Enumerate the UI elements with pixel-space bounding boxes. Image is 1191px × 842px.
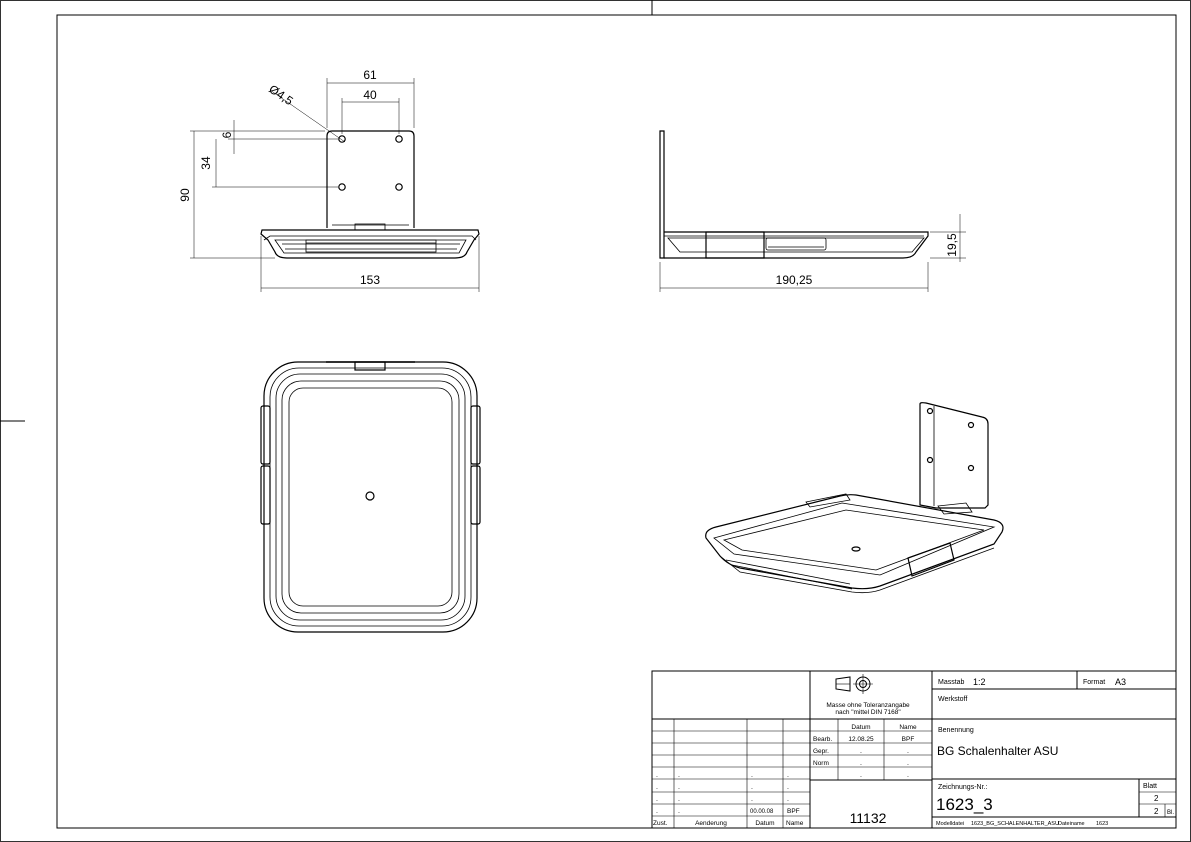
- dim-40: 40: [363, 88, 377, 102]
- blank-name: .: [907, 772, 909, 779]
- masstab-value: 1:2: [973, 677, 986, 687]
- dim-hole-diameter: Ø4,5: [266, 82, 296, 108]
- gepr-date: .: [860, 748, 862, 755]
- dim-190-25: 190,25: [776, 273, 813, 287]
- dim-19-5: 19,5: [945, 233, 959, 257]
- dim-34: 34: [199, 156, 213, 170]
- isometric-view: [705, 402, 1004, 594]
- name-header: Name: [899, 724, 917, 731]
- projection-symbol-icon: [835, 674, 873, 694]
- blank-date: .: [860, 772, 862, 779]
- rev-dot: .: [678, 784, 680, 791]
- dim-90: 90: [178, 188, 192, 202]
- gepr-name: .: [907, 748, 909, 755]
- format-label: Format: [1083, 679, 1105, 686]
- bearb-date: 12.08.25: [848, 736, 874, 743]
- side-view-dimensions: 190,25 19,5: [659, 214, 966, 292]
- blatt-total: 2: [1154, 807, 1159, 816]
- center-number: 11132: [850, 810, 887, 826]
- aenderung-label: Aenderung: [695, 820, 727, 827]
- benennung-label: Benennung: [938, 727, 974, 734]
- masstab-label: Masstab: [938, 679, 965, 686]
- werkstoff-label: Werkstoff: [938, 696, 967, 703]
- tolerance-line-1: Masse ohne Toleranzangabe: [826, 702, 910, 709]
- dateiname-value: 1623: [1096, 821, 1108, 827]
- rev-dot: .: [656, 808, 658, 815]
- rev-dot: .: [678, 796, 680, 803]
- name-label: Name: [786, 820, 804, 827]
- rev-dot: .: [787, 784, 789, 791]
- modelldatei-label: Modelldatei: [936, 821, 964, 827]
- front-view: [260, 130, 480, 259]
- modelldatei-value: 1623_BG_SCHALENHALTER_ASU: [971, 821, 1059, 827]
- norm-date: .: [860, 760, 862, 767]
- zeichnung-label: Zeichnungs-Nr.:: [938, 784, 987, 791]
- dim-6: 6: [220, 131, 234, 138]
- gepr-label: Gepr.: [813, 748, 829, 755]
- zeichnung-value: 1623_3: [936, 795, 993, 814]
- bearb-label: Bearb.: [813, 736, 832, 743]
- side-view: [659, 130, 929, 259]
- rev-dot: .: [751, 796, 753, 803]
- datum-label: Datum: [755, 820, 774, 827]
- format-value: A3: [1115, 677, 1126, 687]
- rev-dot: .: [787, 772, 789, 779]
- norm-label: Norm: [813, 760, 829, 767]
- blatt-label: Blatt: [1143, 783, 1157, 790]
- rev-date: 00.00.08: [750, 809, 774, 815]
- blatt-suffix: Bl.: [1167, 810, 1174, 816]
- rev-dot: .: [656, 784, 658, 791]
- bearb-name: BPF: [902, 736, 915, 743]
- rev-dot: .: [751, 772, 753, 779]
- datum-header: Datum: [851, 724, 870, 731]
- zust-label: Zust.: [653, 820, 668, 827]
- rev-dot: .: [656, 772, 658, 779]
- norm-name: .: [907, 760, 909, 767]
- tolerance-line-2: nach "mittel DIN 7168": [835, 709, 901, 716]
- dateiname-label: Dateiname: [1058, 821, 1085, 827]
- benennung-value: BG Schalenhalter ASU: [937, 744, 1058, 758]
- title-block: Masstab 1:2 Format A3 Werkstoff Masse oh…: [651, 670, 1177, 829]
- rev-dot: .: [656, 796, 658, 803]
- dim-61: 61: [363, 68, 377, 82]
- rev-name: BPF: [787, 808, 800, 815]
- rev-dot: .: [787, 796, 789, 803]
- dim-153: 153: [360, 273, 380, 287]
- rev-dot: .: [678, 772, 680, 779]
- blatt-value: 2: [1154, 794, 1159, 803]
- top-view: [260, 361, 481, 633]
- rev-dot: .: [751, 784, 753, 791]
- rev-dot: .: [678, 808, 680, 815]
